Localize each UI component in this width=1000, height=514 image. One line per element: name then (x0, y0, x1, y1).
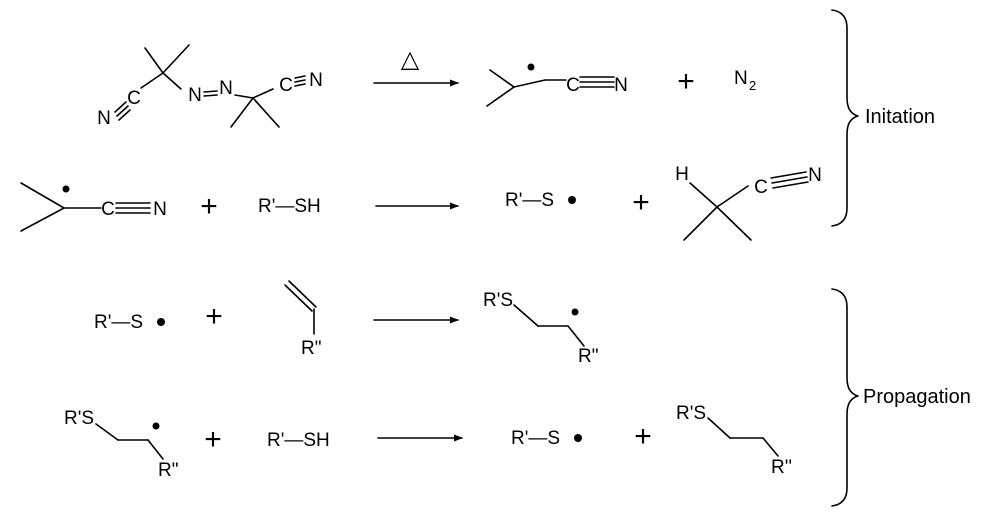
radical-dot (568, 196, 576, 204)
product-nitrile-c: C (754, 177, 768, 198)
plus-sign: + (200, 190, 218, 223)
nitrogen-gas-subscript: 2 (749, 78, 756, 93)
thiyl-radical-label: R'—S (94, 312, 143, 333)
aibn-nitrile-n-left: N (97, 108, 111, 129)
initiation-label: Initation (865, 106, 935, 128)
thioether-product: R'S R'' (676, 403, 792, 478)
aibn-azo-n1: N (188, 85, 202, 106)
plus-sign: + (632, 186, 650, 219)
plus-sign: + (204, 423, 222, 456)
thiol-reactant: R'—SH (258, 196, 321, 217)
reactant-nitrile-n: N (153, 199, 167, 220)
thiol-reactant: R'—SH (267, 430, 330, 451)
aibn-nitrile-n-right: N (309, 70, 323, 91)
thiyl-radical-product: R'—S (505, 190, 576, 211)
aibn-molecule: N C N N C N (97, 44, 323, 129)
thiyl-radical-product: R'—S (511, 428, 582, 449)
radical-dot (152, 422, 160, 430)
carbon-radical-reactant: R'S R" (64, 408, 178, 481)
aibn-nitrile-c-left: C (127, 88, 141, 109)
thioether-substituent: R'S (483, 290, 513, 311)
radical-substituent: R" (158, 460, 178, 481)
heat-arrow: △ (373, 46, 459, 87)
radical-dot (527, 63, 535, 71)
nitrogen-gas: N 2 (734, 68, 756, 93)
thioether-substituent: R'S (64, 408, 94, 429)
radical-nitrile-c: C (566, 75, 580, 96)
plus-sign: + (634, 420, 652, 453)
hydrogen-label: H (675, 164, 689, 185)
propagation-label: Propagation (863, 386, 971, 408)
product-nitrile-n: N (808, 165, 822, 186)
alkene-reactant: R" (284, 280, 321, 359)
plus-sign: + (677, 65, 695, 98)
aibn-azo-n2: N (219, 78, 233, 99)
propagation-brace: Propagation (831, 288, 971, 507)
initiation-brace: Initation (831, 9, 935, 227)
radical-nitrile-n: N (614, 75, 628, 96)
nitrogen-gas-symbol: N (734, 68, 748, 89)
isobutyronitrile-product: H C N (675, 164, 822, 241)
radical-dot (571, 308, 579, 316)
adduct-substituent: R" (578, 346, 598, 367)
plus-sign: + (205, 300, 223, 333)
thiyl-radical-label: R'—S (505, 190, 554, 211)
alkene-substituent: R" (301, 338, 321, 359)
radical-dot (574, 434, 582, 442)
thioether-substituent: R'S (676, 403, 706, 424)
reactant-nitrile-c: C (101, 199, 115, 220)
carbon-radical-adduct: R'S R" (483, 290, 598, 367)
product-substituent: R'' (771, 457, 792, 478)
cyanoisopropyl-radical-reactant: C N (20, 182, 167, 232)
aibn-nitrile-c-right: C (279, 75, 293, 96)
cyanoisopropyl-radical-product: C N (486, 63, 628, 107)
thiyl-radical-label: R'—S (511, 428, 560, 449)
radical-dot (157, 318, 165, 326)
heat-symbol: △ (401, 46, 420, 73)
thiyl-radical-reactant: R'—S (94, 312, 165, 333)
radical-dot (62, 185, 70, 193)
